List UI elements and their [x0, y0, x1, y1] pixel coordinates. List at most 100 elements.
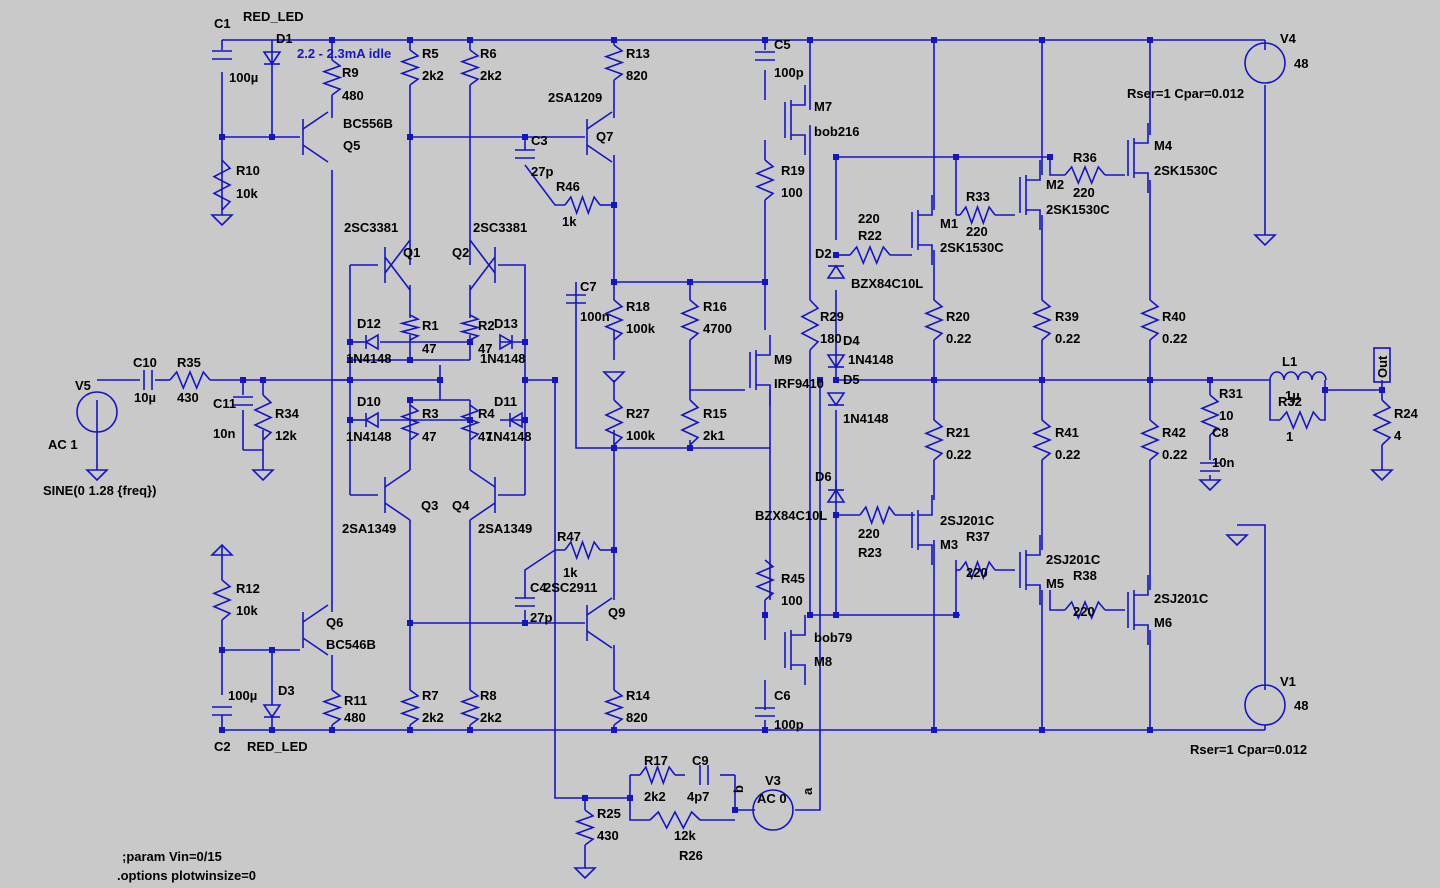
- junction-2: [329, 37, 335, 43]
- label-r47v: 1k: [563, 565, 578, 580]
- q4-transistor-collector: [469, 469, 496, 488]
- m2-mosfet-source: [1026, 209, 1041, 230]
- label-d12: D12: [357, 316, 381, 331]
- r33-resistor: [959, 204, 996, 226]
- label-d11m: 1N4148: [486, 429, 532, 444]
- label-r18: R18: [626, 299, 650, 314]
- label-r19v: 100: [781, 185, 803, 200]
- label-m2: M2: [1046, 177, 1064, 192]
- label-c8: C8: [1212, 425, 1229, 440]
- label-r3: R3: [422, 406, 439, 421]
- label-r20: R20: [946, 309, 970, 324]
- component-labels: C1100µD1RED_LEDR9480Q5BC556BR1010kR52k2R…: [48, 9, 1419, 863]
- junction-29: [240, 377, 246, 383]
- label-v3b: b: [731, 785, 746, 793]
- label-v3: V3: [765, 773, 781, 788]
- r6-resistor: [459, 49, 481, 86]
- junction-65: [627, 795, 633, 801]
- label-v1v: 48: [1294, 698, 1308, 713]
- label-c2v: 100µ: [228, 688, 257, 703]
- r3-resistor: [399, 404, 421, 441]
- label-d2: D2: [815, 246, 832, 261]
- label-r37v: 220: [966, 565, 988, 580]
- label-m7: M7: [814, 99, 832, 114]
- r41-resistor: [1031, 419, 1053, 461]
- junction-56: [407, 620, 413, 626]
- out-net-flag: [1373, 347, 1391, 383]
- label-r26: R26: [679, 848, 703, 863]
- gnd-v4: [1253, 234, 1277, 247]
- junction-31: [347, 377, 353, 383]
- junction-9: [1039, 37, 1045, 43]
- label-r33v: 220: [966, 224, 988, 239]
- label-m9m: IRF9410: [774, 376, 824, 391]
- r20-resistor: [923, 299, 945, 341]
- options-directive: .options plotwinsize=0: [117, 868, 256, 883]
- out-net-label: Out: [1375, 355, 1390, 378]
- label-c5v: 100p: [774, 65, 804, 80]
- label-v4v: 48: [1294, 56, 1308, 71]
- label-v5m: AC 1: [48, 437, 78, 452]
- q4-transistor-emitter: [469, 502, 496, 521]
- v5-source: [76, 391, 118, 433]
- v1-parasitics: Rser=1 Cpar=0.012: [1190, 742, 1307, 757]
- junction-12: [522, 134, 528, 140]
- v3-source: [752, 789, 794, 831]
- label-r45: R45: [781, 571, 805, 586]
- label-r22: R22: [858, 228, 882, 243]
- m4-mosfet-source: [1134, 172, 1149, 193]
- label-r14v: 820: [626, 710, 648, 725]
- r27-resistor: [604, 399, 624, 446]
- label-r10: R10: [236, 163, 260, 178]
- junction-45: [269, 727, 275, 733]
- label-m1: M1: [940, 216, 958, 231]
- r45-resistor: [754, 559, 776, 601]
- r18-resistor: [603, 299, 625, 341]
- m7-mosfet-source: [791, 134, 806, 155]
- junction-13: [611, 202, 617, 208]
- label-r38v: 220: [1073, 604, 1095, 619]
- label-r40: R40: [1162, 309, 1186, 324]
- r42-resistor: [1139, 419, 1161, 461]
- label-c1v: 100µ: [229, 70, 258, 85]
- junction-4: [467, 37, 473, 43]
- label-r11v: 480: [344, 710, 366, 725]
- label-r31v: 10: [1219, 408, 1233, 423]
- label-v4: V4: [1280, 31, 1297, 46]
- q2-transistor-emitter: [469, 239, 496, 274]
- junction-51: [931, 727, 937, 733]
- junction-66: [732, 807, 738, 813]
- r34-resistor: [253, 394, 273, 441]
- label-q2m: 2SC3381: [473, 220, 527, 235]
- r15-resistor: [680, 399, 700, 446]
- r13-resistor: [603, 44, 625, 81]
- junction-35: [467, 339, 473, 345]
- label-q7m: 2SA1209: [548, 90, 602, 105]
- wire-135: [524, 549, 565, 598]
- r38-resistor: [1064, 599, 1106, 621]
- label-r31: R31: [1219, 386, 1243, 401]
- label-c4v: 27p: [530, 610, 552, 625]
- r24-resistor: [1372, 399, 1392, 446]
- wire-51: [575, 282, 614, 449]
- junction-8: [931, 37, 937, 43]
- label-r25v: 430: [597, 828, 619, 843]
- label-q6m: BC546B: [326, 637, 376, 652]
- q6-transistor-emitter: [302, 637, 329, 656]
- label-r33: R33: [966, 189, 990, 204]
- junction-5: [611, 37, 617, 43]
- label-q5m: BC556B: [343, 116, 393, 131]
- label-r7: R7: [422, 688, 439, 703]
- label-r2: R2: [478, 318, 495, 333]
- junction-14: [611, 279, 617, 285]
- label-d3m: RED_LED: [247, 739, 308, 754]
- gnd-r24: [1370, 469, 1394, 482]
- junction-32: [437, 377, 443, 383]
- label-m8m: bob79: [814, 630, 852, 645]
- junction-60: [807, 612, 813, 618]
- wire-154: [795, 380, 821, 811]
- r19-resistor: [754, 159, 776, 201]
- junction-20: [953, 154, 959, 160]
- label-v1: V1: [1280, 674, 1296, 689]
- q5-transistor-collector: [302, 111, 329, 130]
